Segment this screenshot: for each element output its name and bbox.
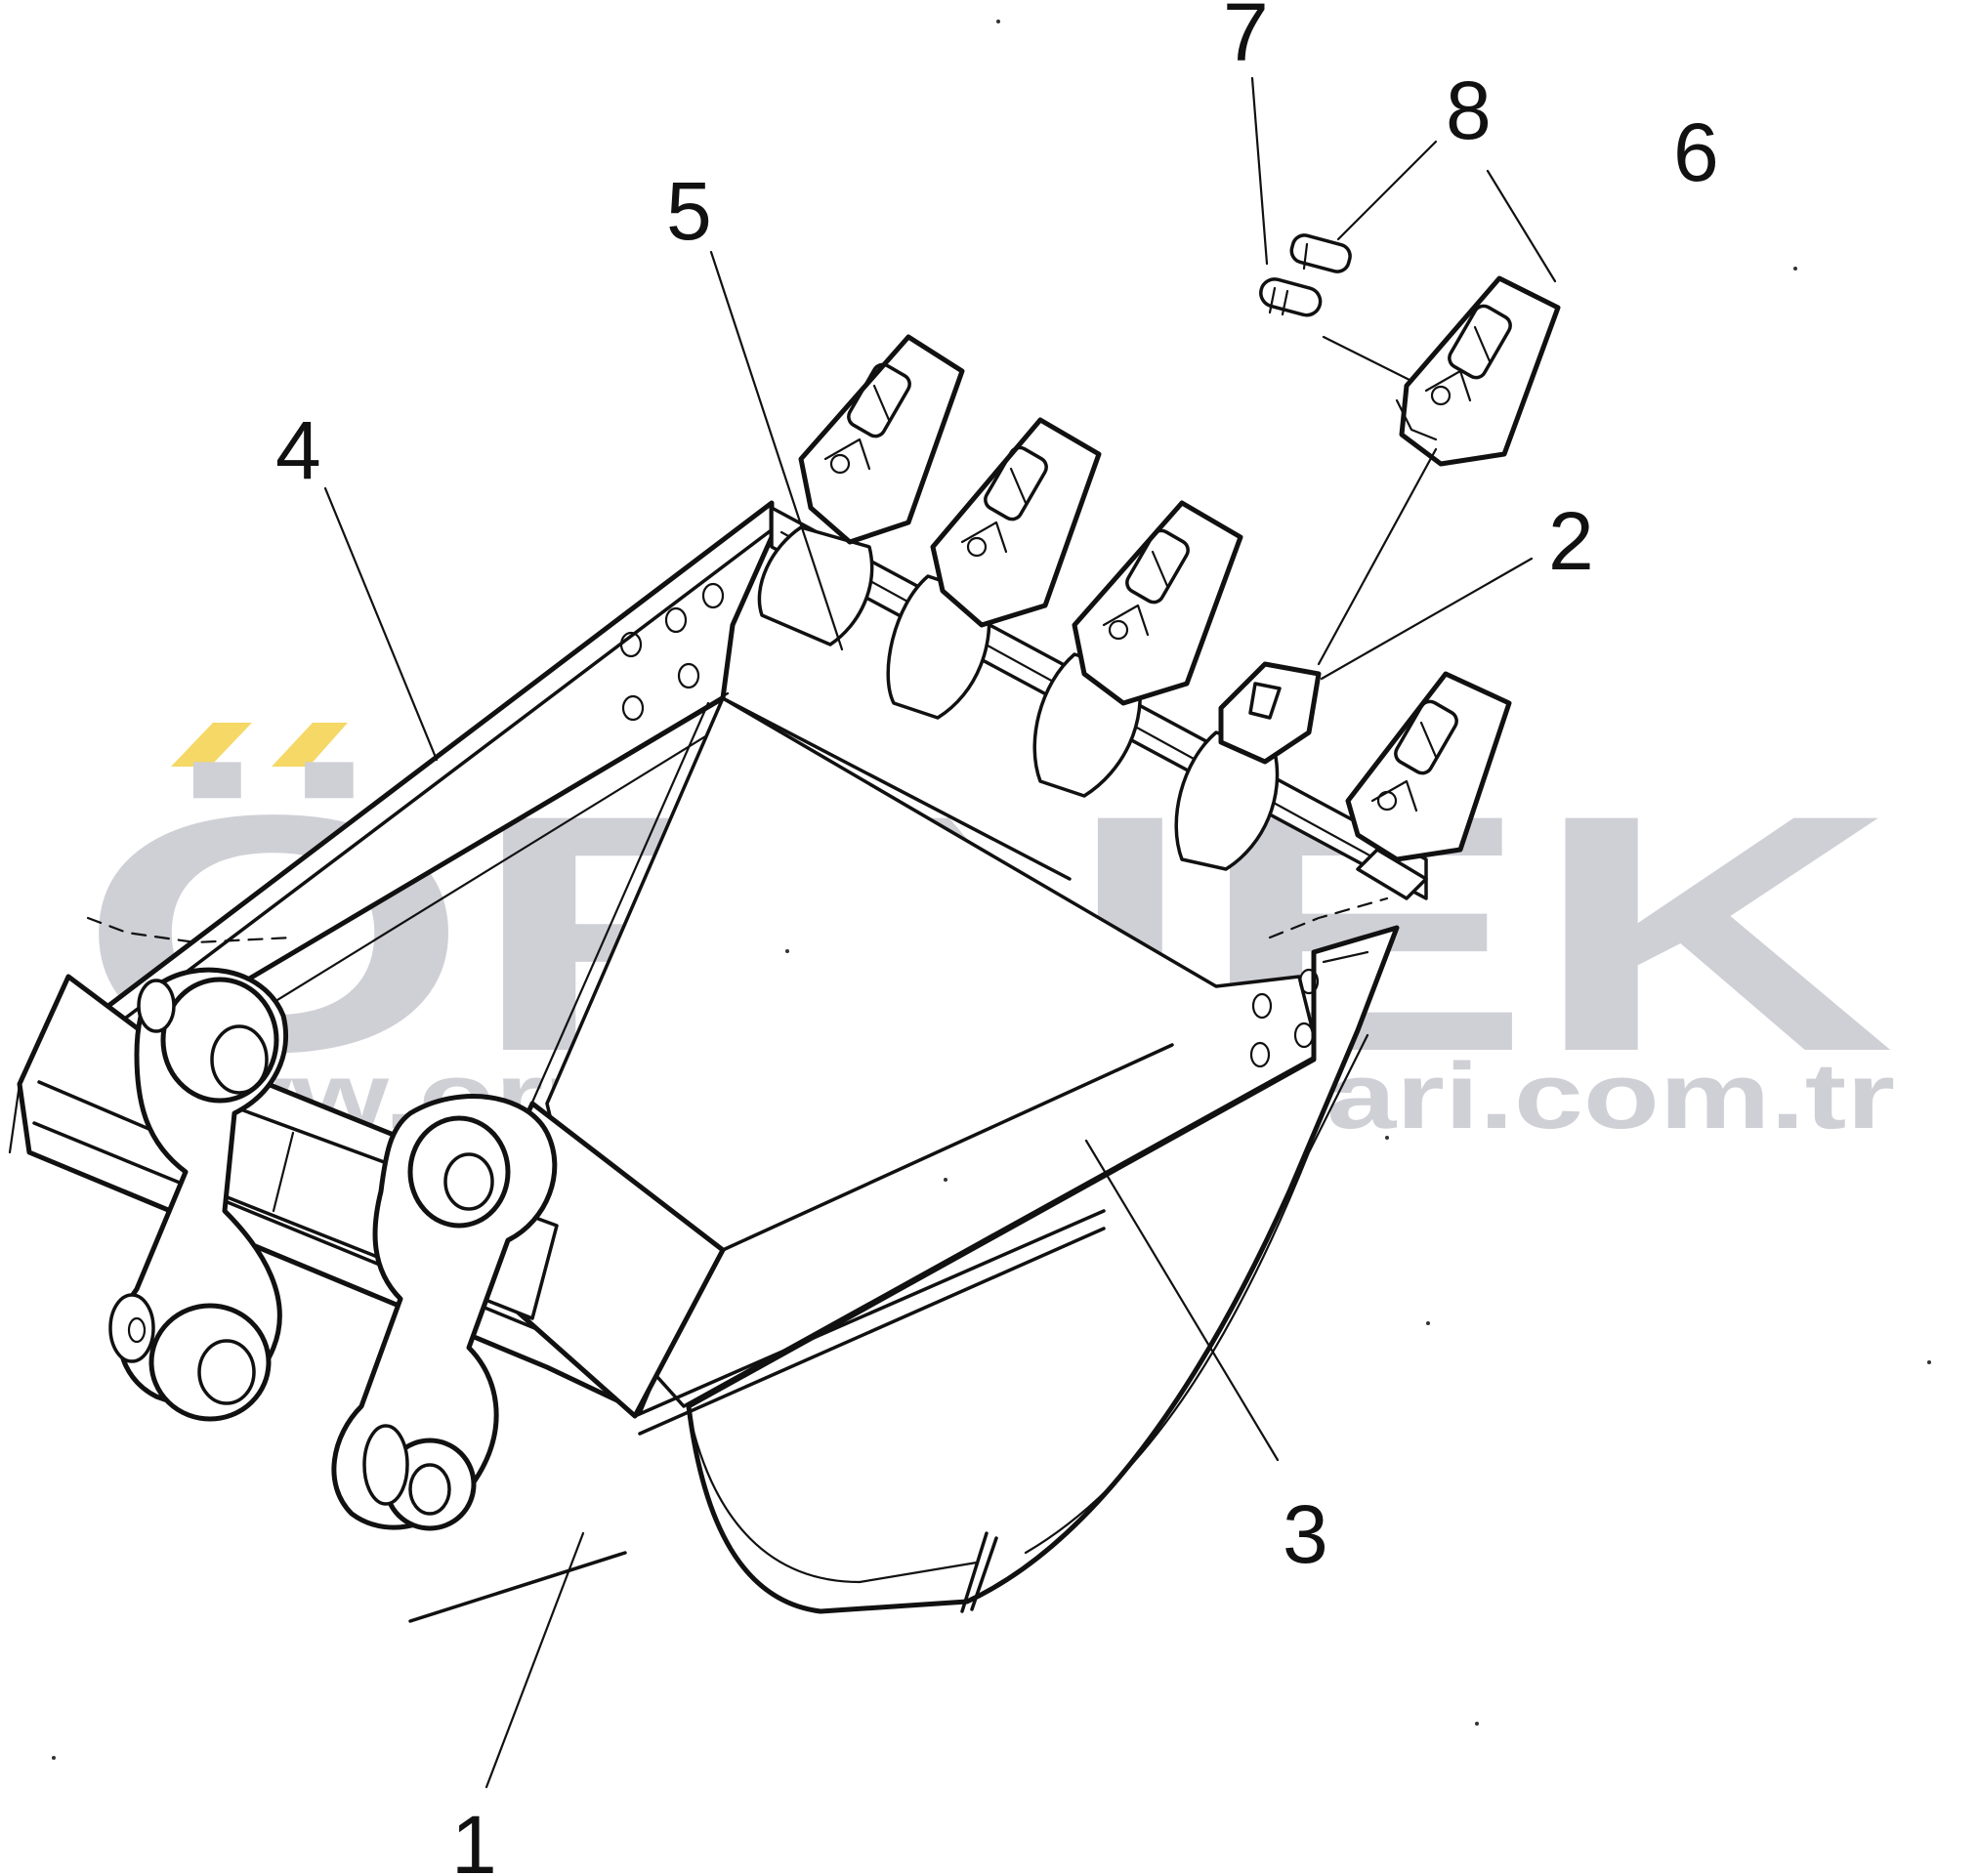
- bucket-drawing: [8, 233, 1561, 1623]
- right-side-plate: [686, 925, 1400, 1614]
- watermark-umlaut-left: [171, 723, 252, 767]
- leader-2: [1320, 557, 1534, 681]
- callout-5: 5: [666, 165, 712, 257]
- leader-5: [709, 250, 844, 651]
- callout-7: 7: [1223, 0, 1269, 78]
- leader-3: [1084, 1139, 1280, 1462]
- upper-pin-boss-outer: [160, 977, 279, 1104]
- leader-1: [484, 1531, 585, 1789]
- exploded-lock: [1289, 233, 1352, 273]
- bucket-tooth: [1345, 671, 1512, 900]
- side-plate-bolt-holes: [619, 582, 725, 722]
- leader-6: [1486, 169, 1557, 283]
- callout-6: 6: [1673, 106, 1719, 198]
- upper-pin-boss-inner: [210, 1024, 269, 1095]
- callout-4: 4: [275, 404, 321, 496]
- bucket-tooth: [886, 417, 1102, 720]
- lower-pin-boss-inner: [197, 1339, 256, 1405]
- right-upper-pin-boss: [407, 1115, 511, 1229]
- callout-3: 3: [1283, 1488, 1328, 1580]
- leader-4: [323, 486, 439, 762]
- callout-2: 2: [1548, 495, 1594, 587]
- callout-leaders: [323, 76, 1557, 1789]
- leader-7: [1250, 76, 1269, 266]
- leader-8: [1336, 140, 1438, 241]
- exploded-pin: [1259, 277, 1323, 317]
- watermark-umlaut-right: [272, 723, 348, 767]
- bare-adapter: [1174, 661, 1322, 871]
- callout-8: 8: [1446, 64, 1492, 156]
- right-plate-bolt-holes: [1249, 968, 1320, 1068]
- exploded-tooth: [1395, 275, 1561, 467]
- callout-1: 1: [451, 1799, 497, 1876]
- leader-2b: [1317, 447, 1438, 666]
- lower-pin-boss-outer: [148, 1303, 272, 1422]
- bucket-tooth: [1032, 500, 1243, 798]
- bucket-tooth: [757, 334, 965, 646]
- callout-labels: 1 2 3 4 5 6 7 8: [275, 0, 1719, 1876]
- scan-specks: [52, 20, 1931, 1760]
